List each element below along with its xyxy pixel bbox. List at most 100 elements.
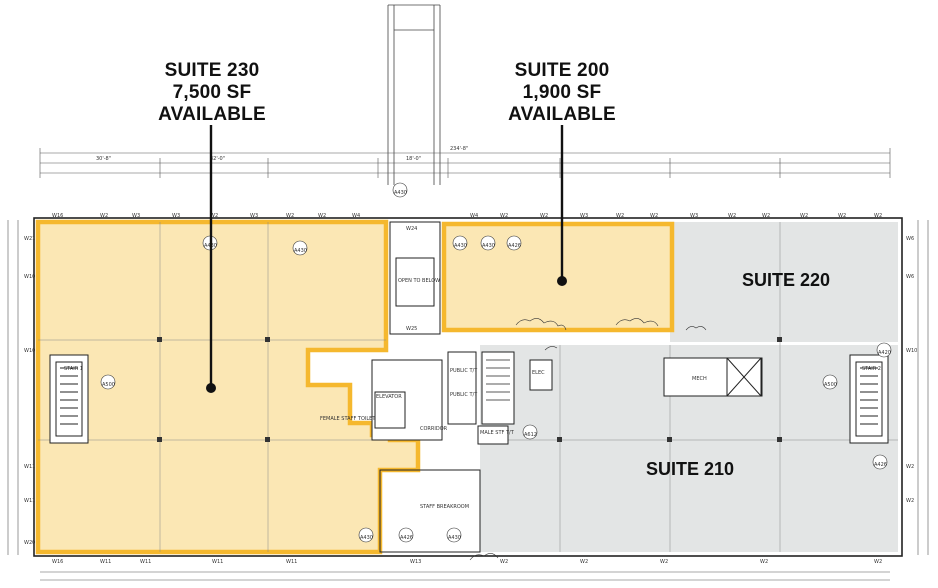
svg-text:W2: W2 [728,213,736,219]
svg-text:W10: W10 [24,274,35,280]
suite-220-label: SUITE 220 [742,270,831,290]
svg-text:W11: W11 [140,559,151,565]
svg-text:W2: W2 [580,559,588,565]
stair-2-label: STAIR 2 [862,366,881,372]
suite-200-size: 1,900 SF [522,82,602,103]
suite-230-size: 7,500 SF [172,82,252,103]
svg-text:W2: W2 [762,213,770,219]
svg-text:W2: W2 [100,213,108,219]
exterior-walls [33,217,903,557]
svg-text:A426: A426 [508,243,521,249]
suite-210-area [480,345,898,552]
suite-210-label: SUITE 210 [646,459,735,479]
svg-text:W2: W2 [906,498,914,504]
corridor-label: CORRIDOR [420,426,448,432]
public-toilet-label: PUBLIC T/T [450,368,478,374]
svg-text:A426: A426 [400,535,413,541]
svg-text:W2: W2 [874,559,882,565]
dimension-lines-right [917,220,929,555]
svg-text:W4: W4 [352,213,360,219]
suite-200-name: SUITE 200 [514,60,610,81]
svg-text:A430: A430 [394,190,407,196]
male-staff-toilet-label: MALE STF T/T [480,430,515,436]
svg-text:W3: W3 [132,213,140,219]
svg-text:W2: W2 [906,464,914,470]
svg-text:A430: A430 [482,243,495,249]
svg-text:W2: W2 [660,559,668,565]
svg-text:W11: W11 [286,559,297,565]
column-grid [38,222,898,552]
elevator-label: ELEVATOR [376,394,402,400]
svg-text:W2: W2 [540,213,548,219]
svg-text:W16: W16 [52,559,63,565]
columns [157,337,782,442]
suite-200-area [441,221,675,333]
svg-text:W6: W6 [906,274,914,280]
svg-text:W3: W3 [172,213,180,219]
svg-text:W10: W10 [24,348,35,354]
svg-text:W11: W11 [24,464,35,470]
stair-core [486,359,510,401]
bay-dimension: 30'-8" [96,156,111,162]
suite-200-callout: SUITE 200 1,900 SF AVAILABLE [500,60,624,126]
svg-text:W20: W20 [24,540,35,546]
suite-230-name: SUITE 230 [164,60,260,81]
suite-230-callout: SUITE 230 7,500 SF AVAILABLE [150,60,274,126]
dimension-lines-bottom [40,571,890,581]
suite-220-area [670,222,898,342]
mech-label: MECH [692,376,707,382]
svg-text:W25: W25 [406,326,417,332]
staff-breakroom-label: STAFF BREAKROOM [420,504,469,510]
svg-text:W3: W3 [580,213,588,219]
female-staff-toilet-label: FEMALE STAFF TOILET [320,416,376,422]
dimension-lines-top [39,148,891,178]
svg-text:W6: W6 [906,236,914,242]
callout-leaders [209,125,564,385]
svg-text:A500: A500 [824,382,837,388]
svg-text:W16: W16 [52,213,63,219]
stair-2 [849,354,889,444]
svg-text:W2: W2 [318,213,326,219]
svg-text:W2: W2 [838,213,846,219]
bay-dimension: 18'-0" [406,156,421,162]
bay-dimension: 32'-0" [210,156,225,162]
dimension-lines-left [7,220,19,555]
elec-label: ELEC [532,370,545,376]
callout-dot-230 [206,383,216,393]
svg-text:A420: A420 [878,350,891,356]
svg-text:W4: W4 [470,213,478,219]
svg-text:W2: W2 [760,559,768,565]
svg-text:A612: A612 [524,432,537,438]
svg-text:A430: A430 [360,535,373,541]
svg-text:W2: W2 [616,213,624,219]
svg-text:W21: W21 [24,236,35,242]
svg-text:W11: W11 [100,559,111,565]
svg-text:W24: W24 [406,226,417,232]
svg-text:W11: W11 [212,559,223,565]
svg-text:W2: W2 [286,213,294,219]
svg-text:W2: W2 [874,213,882,219]
svg-text:A430: A430 [448,535,461,541]
svg-text:W2: W2 [800,213,808,219]
window-tags-top: W16 W2 W3 W3 W2 W3 W2 W2 W4 W4 W2 W2 W3 … [52,213,882,219]
svg-text:W10: W10 [906,348,917,354]
svg-text:W2: W2 [500,213,508,219]
stair-1-label: STAIR 1 [64,366,83,372]
public-toilet-label: PUBLIC T/T [450,392,478,398]
svg-text:W13: W13 [410,559,421,565]
svg-text:A426: A426 [874,462,887,468]
svg-text:W2: W2 [650,213,658,219]
suite-230-status: AVAILABLE [158,104,266,125]
window-tags-bottom: W16 W11 W11 W11 W11 W13 W2 W2 W2 W2 W2 [52,559,882,565]
open-to-below-label: OPEN TO BELOW [398,278,440,284]
svg-text:A430: A430 [454,243,467,249]
suite-200-status: AVAILABLE [508,104,616,125]
svg-text:A500: A500 [102,382,115,388]
stair-1 [49,354,89,444]
window-tags-sides: W10 W10 W11 W11 W20 W21 W6 W6 W10 W2 W2 … [24,226,917,546]
svg-text:W3: W3 [250,213,258,219]
core [371,221,763,553]
svg-text:W11: W11 [24,498,35,504]
north-tower [387,4,441,185]
